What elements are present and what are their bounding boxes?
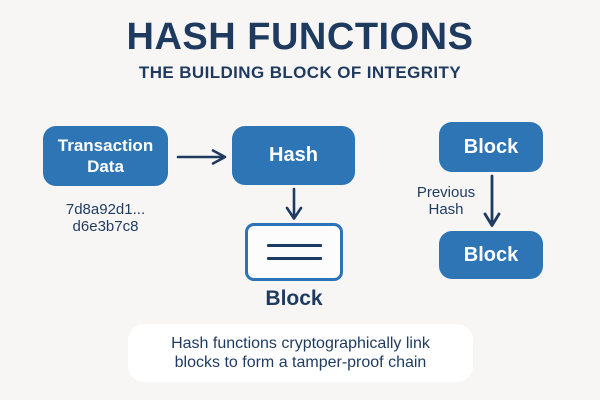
caption-line1: Hash functions cryptographically link xyxy=(171,335,430,352)
block-outline-bar-bottom xyxy=(266,257,322,260)
caption-line2: blocks to form a tamper-proof chain xyxy=(174,354,427,371)
chain-top-block-box: Block xyxy=(439,122,543,172)
hash-value-text: 7d8a92d1... d6e3b7c8 xyxy=(43,201,168,235)
chain-top-block-label: Block xyxy=(463,135,519,158)
hash-value-line2: d6e3b7c8 xyxy=(72,218,139,235)
page-subtitle: THE BUILDING BLOCK OF INTEGRITY xyxy=(138,63,462,82)
transaction-data-box: Transaction Data xyxy=(43,126,168,186)
chain-bottom-block-label: Block xyxy=(463,243,519,266)
hash-box-label: Hash xyxy=(269,144,318,166)
transaction-data-label-line1: Transaction xyxy=(57,135,154,155)
transaction-data-label-line2: Data xyxy=(87,157,124,176)
block-outline-icon xyxy=(245,223,343,281)
previous-hash-label-line1: Previous xyxy=(416,184,476,201)
page-title: HASH FUNCTIONS xyxy=(126,16,474,58)
previous-hash-label-line2: Hash xyxy=(428,201,464,218)
previous-hash-label: Previous Hash xyxy=(403,184,489,218)
hash-value-line1: 7d8a92d1... xyxy=(65,201,146,218)
hash-box: Hash xyxy=(232,126,355,185)
caption-box: Hash functions cryptographically link bl… xyxy=(128,324,473,382)
block-label: Block xyxy=(265,287,323,310)
chain-bottom-block-box: Block xyxy=(439,231,543,279)
right-arrow-icon xyxy=(176,149,227,165)
down-arrow-icon xyxy=(285,187,303,220)
previous-hash-arrow-icon xyxy=(483,174,501,227)
block-outline-bar-top xyxy=(266,244,322,247)
